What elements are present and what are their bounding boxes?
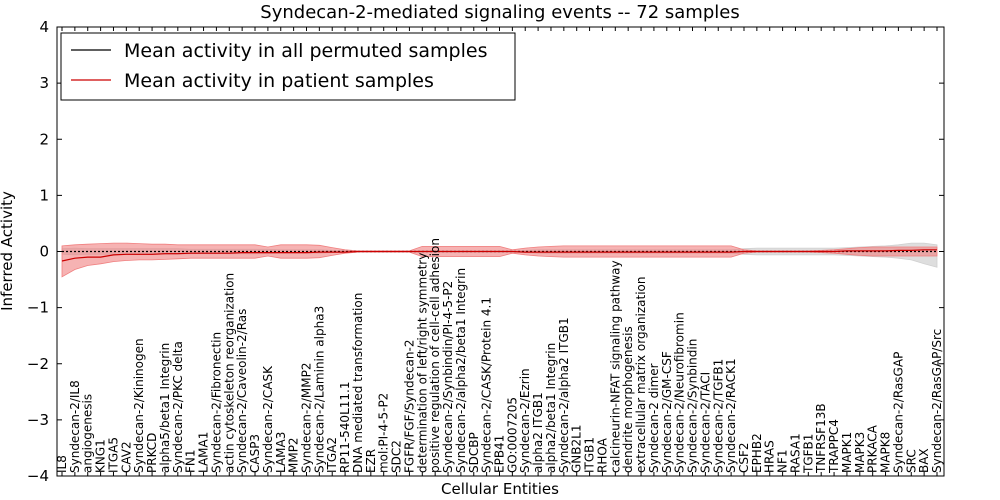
legend: Mean activity in all permuted samples Me… [60, 32, 516, 101]
x-tick-label: Syndecan-2/alpha2 ITGB1 [557, 317, 571, 473]
legend-box [60, 32, 516, 101]
x-tick-label: RHOA [595, 437, 609, 473]
x-tick-label: IL8 [55, 455, 69, 473]
x-tick-label: Syndecan-2/alpha2/beta1 Integrin [454, 268, 468, 473]
x-tick-label: extracellular matrix organization [634, 277, 648, 474]
x-tick-label: TGFB1 [801, 434, 815, 474]
x-tick-label: Syndecan-2/Synbindin/PI-4-5-P2 [441, 281, 455, 473]
x-tick-label: EZR [364, 449, 378, 473]
x-axis: IL8Syndecan-2/IL8angiogenesisKNG1ITGA5CA… [55, 27, 944, 476]
y-tick-label: −4 [27, 467, 49, 485]
x-tick-label: alpha2/beta1 Integrin [544, 343, 558, 473]
x-tick-label: ITGA2 [325, 437, 339, 473]
x-tick-label: determination of left/right symmetry [415, 253, 429, 473]
x-tick-label: Syndecan-2/TACI [698, 372, 712, 473]
x-tick-label: EPHB2 [750, 433, 764, 473]
x-tick-label: Syndecan-2 dimer [647, 363, 661, 473]
y-axis: −4 −3 −2 −1 0 1 2 3 4 [27, 18, 944, 485]
x-tick-label: LAMA1 [197, 432, 211, 473]
x-tick-label: Syndecan-2/Laminin alpha3 [312, 306, 326, 473]
x-tick-label: KNG1 [94, 439, 108, 473]
x-tick-label: Syndecan-2/PKC delta [171, 341, 185, 473]
x-tick-label: Syndecan-2/TGFB1 [711, 359, 725, 473]
x-tick-label: RP11-540L11.1 [338, 382, 352, 473]
x-tick-label: Syndecan-2/CASK [261, 365, 275, 473]
x-tick-label: Syndecan-2/Neurofibromin [673, 312, 687, 473]
y-tick-label: −3 [27, 411, 49, 429]
x-tick-label: CASP3 [248, 434, 262, 473]
x-tick-label: alpha5/beta1 Integrin [158, 343, 172, 473]
x-tick-label: SDC2 [390, 440, 404, 473]
x-tick-label: Syndecan-2/RACK1 [724, 358, 738, 473]
x-tick-label: GNB2L1 [570, 425, 584, 473]
x-tick-label: Syndecan-2/CASK/Protein 4.1 [480, 297, 494, 473]
y-tick-label: 0 [39, 243, 49, 261]
y-tick-label: 4 [39, 18, 49, 36]
x-tick-label: RASA1 [788, 433, 802, 473]
x-tick-label: PRKACA [866, 424, 880, 473]
x-tick-label: dendrite morphogenesis [621, 326, 635, 473]
x-tick-label: MMP2 [287, 437, 301, 473]
x-tick-label: GO:0007205 [505, 397, 519, 473]
x-tick-label: FN1 [184, 449, 198, 473]
y-axis-label: Inferred Activity [0, 191, 16, 311]
x-tick-label: Syndecan-2/Synbindin [686, 339, 700, 473]
x-tick-label: Syndecan-2/RasGAP/Src [930, 329, 944, 473]
x-tick-label: Syndecan-2/Ezrin [518, 368, 532, 473]
x-tick-label: mol:PI-4-5-P2 [377, 393, 391, 473]
x-tick-label: TNFRSF13B [814, 403, 828, 474]
x-tick-label: TRAPPC4 [827, 419, 841, 474]
legend-permuted-label: Mean activity in all permuted samples [124, 40, 487, 62]
x-tick-label: Syndecan-2/RasGAP [891, 352, 905, 473]
x-tick-label: actin cytoskeleton reorganization [222, 273, 236, 473]
x-tick-label: HRAS [763, 440, 777, 473]
y-tick-label: −2 [27, 355, 49, 373]
plot-area [61, 242, 938, 278]
x-tick-label: LAMA3 [274, 432, 288, 473]
x-tick-label: NF1 [776, 449, 790, 473]
x-tick-label: Syndecan-2/Fibronectin [209, 332, 223, 473]
x-tick-label: alpha2 ITGB1 [531, 392, 545, 473]
x-tick-label: Syndecan-2/GM-CSF [660, 351, 674, 473]
x-tick-label: ITGA5 [106, 437, 120, 473]
x-tick-label: positive regulation of cell-cell adhesio… [428, 238, 442, 473]
series-1-line [61, 249, 937, 262]
x-tick-label: Syndecan-2/IL8 [68, 380, 82, 473]
x-tick-label: EPB41 [493, 435, 507, 473]
y-tick-label: 1 [39, 186, 49, 204]
x-tick-label: DNA mediated transformation [351, 293, 365, 473]
x-axis-label: Cellular Entities [441, 480, 559, 498]
x-tick-label: MAPK3 [853, 432, 867, 473]
x-tick-label: PRKCD [145, 433, 159, 473]
x-tick-label: CAV2 [119, 441, 133, 473]
y-tick-label: 3 [39, 74, 49, 92]
x-tick-label: FGFR/FGF/Syndecan-2 [402, 340, 416, 473]
x-tick-label: angiogenesis [81, 394, 95, 473]
x-tick-label: BAX [917, 448, 931, 473]
legend-patient-label: Mean activity in patient samples [124, 70, 434, 92]
chart-title: Syndecan-2-mediated signaling events -- … [260, 2, 739, 23]
x-tick-label: calcineurin-NFAT signaling pathway [608, 260, 622, 473]
x-tick-label: MAPK8 [879, 432, 893, 473]
y-tick-label: 2 [39, 130, 49, 148]
x-tick-label: Syndecan-2/Kininogen [132, 338, 146, 473]
y-tick-label: −1 [27, 299, 49, 317]
x-tick-label: SDCBP [467, 432, 481, 473]
x-tick-label: Syndecan-2/Caveolin-2/Ras [235, 309, 249, 473]
x-tick-label: ITGB1 [583, 437, 597, 473]
x-tick-label: MAPK1 [840, 432, 854, 473]
x-tick-label: SRC [904, 449, 918, 473]
x-tick-label: CSF2 [737, 442, 751, 473]
x-tick-label: Syndecan-2/MMP2 [299, 363, 313, 473]
